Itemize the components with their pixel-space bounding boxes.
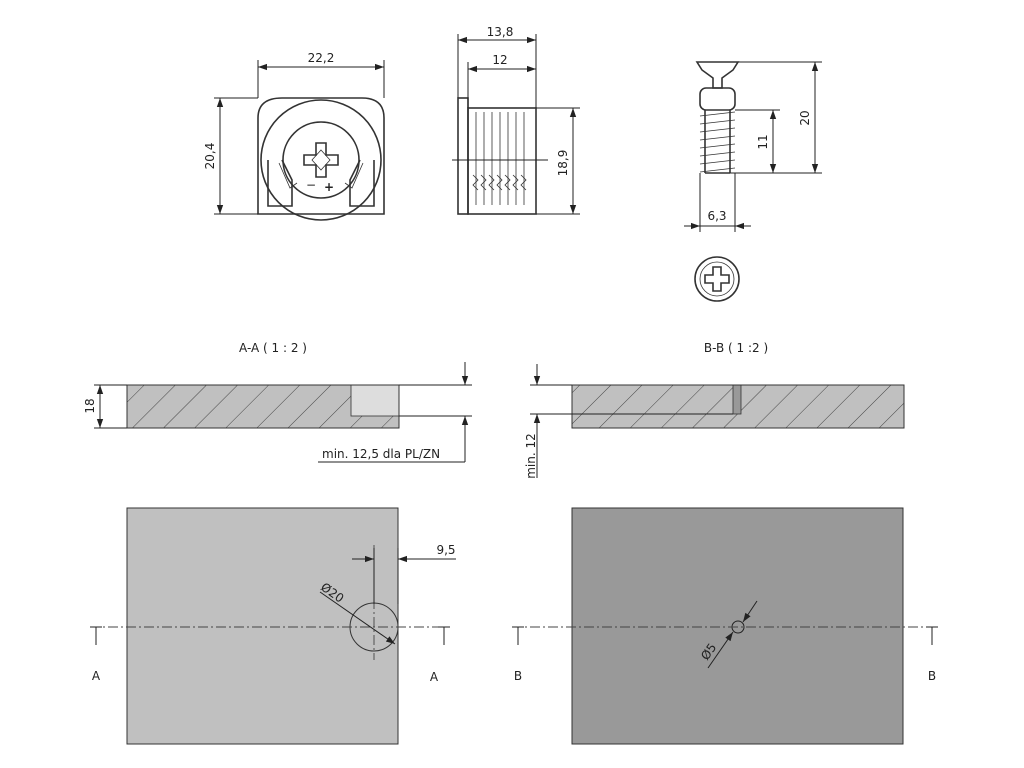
- dimension-22-2-label: 22,2: [308, 51, 335, 65]
- minus-symbol: −: [306, 178, 316, 192]
- bolt-head-top-view: [694, 256, 740, 302]
- dimension-18-9-label: 18,9: [556, 150, 570, 177]
- dimension-bolt-length: 20: [730, 61, 822, 174]
- dimension-width-front: 22,2: [257, 51, 385, 98]
- dimension-12-label: 12: [492, 53, 507, 67]
- housing-side-view: [452, 97, 548, 215]
- plan-a-marker-left: A: [92, 669, 101, 683]
- dimension-9-5-label: 9,5: [436, 543, 455, 557]
- plus-symbol: +: [324, 180, 334, 194]
- section-a-pocket: [350, 384, 400, 417]
- section-b-min-note: min. 12: [524, 433, 538, 479]
- dimension-plan-a-offset: 9,5: [352, 543, 456, 604]
- plan-b-panel: [512, 507, 938, 745]
- section-b-bolt-hole: [732, 384, 742, 415]
- section-a-title: A-A ( 1 : 2 ): [239, 341, 307, 355]
- dimension-section-a-min: min. 12,5 dla PL/ZN: [318, 362, 472, 463]
- section-a-min-note: min. 12,5 dla PL/ZN: [322, 447, 440, 461]
- dimension-20-4-label: 20,4: [203, 143, 217, 170]
- plan-b-marker-right: B: [928, 669, 936, 683]
- plan-b-marker-left: B: [514, 669, 522, 683]
- section-a-board: [126, 384, 400, 429]
- section-b-title: B-B ( 1 :2 ): [704, 341, 768, 355]
- section-b-board: [571, 384, 905, 429]
- dimension-overall-side: 13,8: [457, 25, 537, 108]
- dimension-18-label: 18: [83, 398, 97, 413]
- dimension-height-front: 20,4: [203, 97, 258, 215]
- dimension-bolt-thread: 11: [735, 109, 780, 173]
- dimension-20-label: 20: [798, 110, 812, 125]
- dimension-13-8-label: 13,8: [487, 25, 514, 39]
- dimension-body-side: 12: [467, 53, 536, 108]
- plan-a-panel: [90, 507, 450, 745]
- plan-a-marker-right: A: [430, 670, 439, 684]
- dimension-bolt-diameter: 6,3: [684, 173, 751, 232]
- housing-front-view: − +: [257, 97, 385, 221]
- dimension-11-label: 11: [756, 134, 770, 149]
- dimension-height-side: 18,9: [536, 107, 580, 215]
- connecting-bolt: [695, 61, 740, 174]
- dimension-section-a-thickness: 18: [83, 384, 127, 429]
- dimension-section-b-min: min. 12: [524, 364, 733, 479]
- dimension-6-3-label: 6,3: [707, 209, 726, 223]
